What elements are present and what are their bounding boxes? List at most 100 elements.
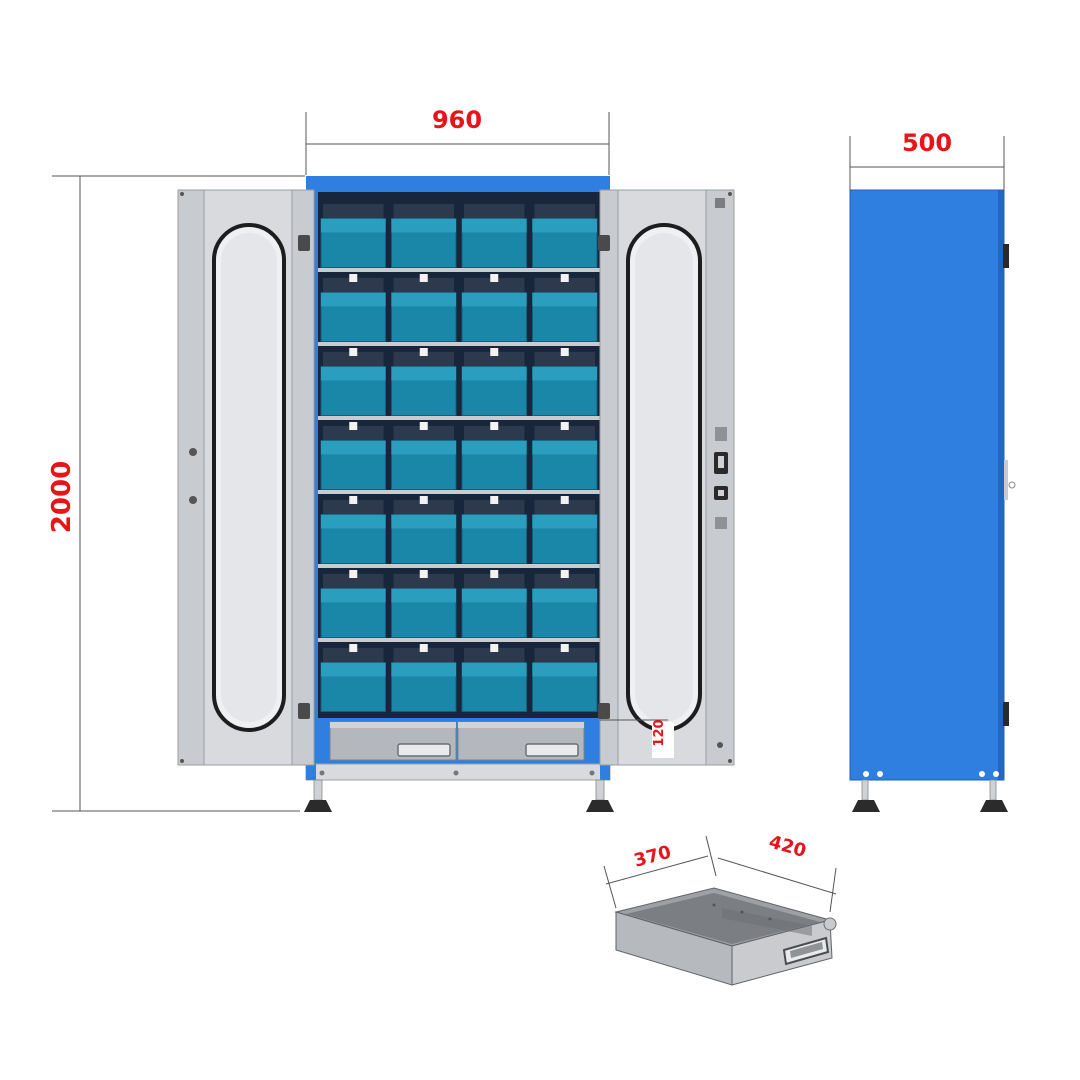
bin-label-clip (560, 348, 569, 356)
door-hinge-pin-icon (189, 448, 197, 456)
bin-lip (391, 662, 456, 677)
right-door (598, 189, 735, 766)
drawer-height-label: 120 (652, 719, 667, 746)
leveling-foot-left (304, 779, 332, 812)
drawer-handle-icon (397, 743, 451, 757)
bin-back (323, 573, 384, 591)
bin-back (393, 277, 454, 295)
drawer-right (457, 721, 585, 761)
bin-label-clip (560, 274, 569, 282)
bin-lip (391, 514, 456, 529)
bin-back (323, 277, 384, 295)
bin-label-clip (349, 496, 358, 504)
side-hinge-icon (1003, 702, 1009, 726)
bin-lip (321, 218, 386, 233)
bin-label-clip (490, 644, 499, 652)
bin-lip (462, 440, 527, 455)
shelf-plate (318, 638, 600, 642)
bin-label-clip (349, 644, 358, 652)
door-hinge-pin-icon (189, 496, 197, 504)
bin-back (464, 647, 525, 665)
shelf-plate (318, 342, 600, 346)
bin-back (534, 499, 595, 517)
drawer-handle-icon (782, 917, 837, 966)
bin-back (534, 203, 595, 221)
width-dimension: 960 (305, 106, 610, 175)
bin-back (534, 351, 595, 369)
bin-back (534, 647, 595, 665)
bin-label-clip (419, 422, 428, 430)
bin-back (393, 573, 454, 591)
bin-lip (391, 292, 456, 307)
bin-lip (532, 588, 597, 603)
height-dimension: 2000 (47, 175, 305, 812)
bin-back (393, 351, 454, 369)
bin-lip (532, 218, 597, 233)
height-label: 2000 (47, 461, 77, 533)
bin-back (323, 425, 384, 443)
bin-label-clip (419, 570, 428, 578)
drawer-width-extension-right (705, 835, 717, 877)
door-hinge-icon (598, 235, 610, 251)
bin-label-clip (419, 274, 428, 282)
bin-label-clip (349, 348, 358, 356)
bin-lip (321, 662, 386, 677)
door-hinge-icon (598, 703, 610, 719)
bin-back (464, 573, 525, 591)
bin-back (534, 277, 595, 295)
bin-lip (391, 588, 456, 603)
bin-label-clip (349, 274, 358, 282)
bin-back (323, 351, 384, 369)
bin-back (393, 499, 454, 517)
bin-lip (462, 514, 527, 529)
bin-label-clip (560, 422, 569, 430)
bin-lip (391, 366, 456, 381)
drawer-depth-extension-right (829, 867, 837, 913)
drawer-left (329, 721, 457, 761)
shelf-plate (318, 416, 600, 420)
drawer-width-extension-left (603, 865, 617, 909)
bin-label-clip (419, 348, 428, 356)
bin-back (393, 647, 454, 665)
drawer-width-dimension-line (605, 855, 709, 885)
depth-dimension: 500 (849, 129, 1005, 190)
bin-back (534, 573, 595, 591)
bin-lip (321, 440, 386, 455)
bin-back (393, 425, 454, 443)
bin-label-clip (419, 496, 428, 504)
bin-lip (462, 292, 527, 307)
shelf-plate (318, 564, 600, 568)
door-hinge-icon (298, 703, 310, 719)
side-panel (849, 189, 1005, 781)
bin-lip (391, 218, 456, 233)
bin-lip (321, 292, 386, 307)
bin-label-clip (490, 570, 499, 578)
bin-lip (532, 440, 597, 455)
side-hinge-icon (1003, 244, 1009, 268)
drawer-depth-label: 420 (767, 831, 809, 862)
bin-back (464, 351, 525, 369)
drawer-depth-dimension-line (717, 857, 837, 895)
bin-lip (532, 292, 597, 307)
bin-lip (391, 440, 456, 455)
left-door (177, 189, 315, 766)
depth-label: 500 (902, 129, 952, 157)
bin-lip (462, 366, 527, 381)
bin-lip (321, 366, 386, 381)
side-leveling-foot-left (852, 779, 880, 812)
drawer-isometric-view: 370 420 (603, 831, 837, 986)
bin-label-clip (560, 570, 569, 578)
bin-lip (532, 366, 597, 381)
side-leveling-foot-right (980, 779, 1008, 812)
bin-label-clip (490, 422, 499, 430)
bin-label-clip (349, 570, 358, 578)
leveling-foot-right (586, 779, 614, 812)
door-hinge-icon (298, 235, 310, 251)
bin-lip (532, 514, 597, 529)
bin-back (393, 203, 454, 221)
cabinet-top-cap (306, 176, 610, 190)
bin-back (534, 425, 595, 443)
bin-back (464, 277, 525, 295)
shelf-plate (318, 490, 600, 494)
bin-back (464, 203, 525, 221)
